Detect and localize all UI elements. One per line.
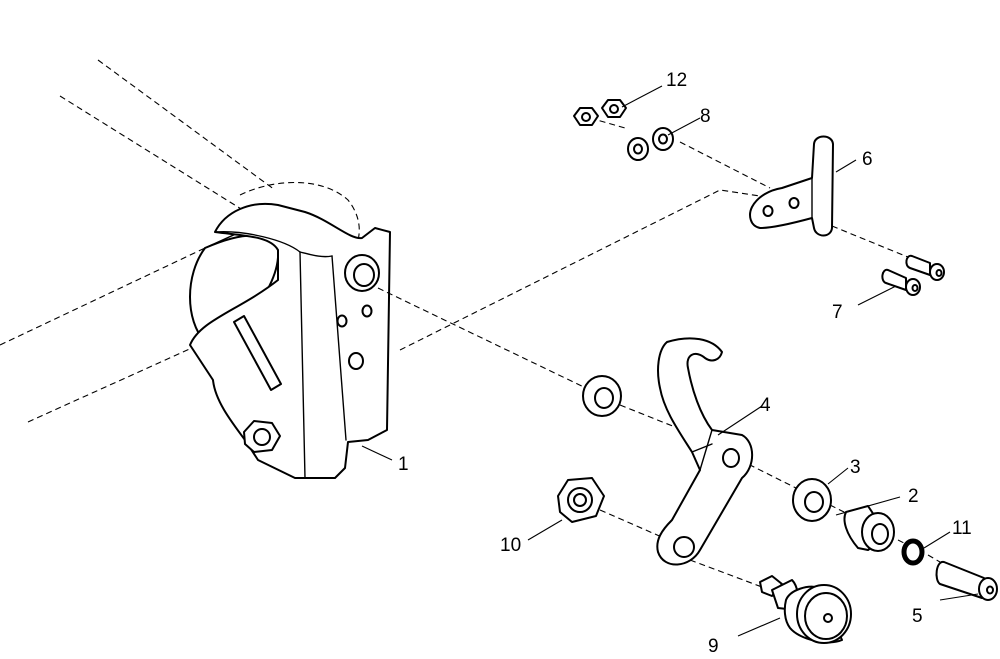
callout-3: 3 — [850, 457, 861, 478]
part-oring-11 — [901, 538, 925, 566]
part-washers-8 — [627, 127, 674, 161]
part-bracket — [189, 202, 391, 479]
part-washer-left — [582, 375, 622, 417]
callout-10: 10 — [500, 535, 521, 556]
callout-11: 11 — [952, 518, 972, 539]
part-hook-4 — [656, 337, 754, 566]
callout-2: 2 — [908, 486, 919, 507]
callout-4: 4 — [760, 395, 771, 416]
callout-6: 6 — [862, 149, 873, 170]
callout-5: 5 — [912, 606, 923, 627]
callout-8: 8 — [700, 106, 711, 127]
part-nuts-12 — [573, 99, 627, 126]
part-nut-10 — [557, 477, 605, 523]
part-pin-5 — [935, 560, 998, 601]
callout-7: 7 — [832, 302, 843, 323]
callout-labels: 1 2 3 4 5 6 7 8 9 10 11 12 — [398, 70, 972, 657]
leader-lines — [361, 85, 979, 637]
callout-12: 12 — [666, 70, 687, 91]
callout-1: 1 — [398, 454, 409, 475]
part-knob-9 — [759, 575, 852, 644]
part-washer-3 — [792, 478, 832, 522]
part-bushing-2 — [843, 505, 895, 552]
callout-9: 9 — [708, 636, 719, 657]
part-bolts-7 — [881, 254, 945, 296]
part-plate-6 — [749, 135, 834, 237]
